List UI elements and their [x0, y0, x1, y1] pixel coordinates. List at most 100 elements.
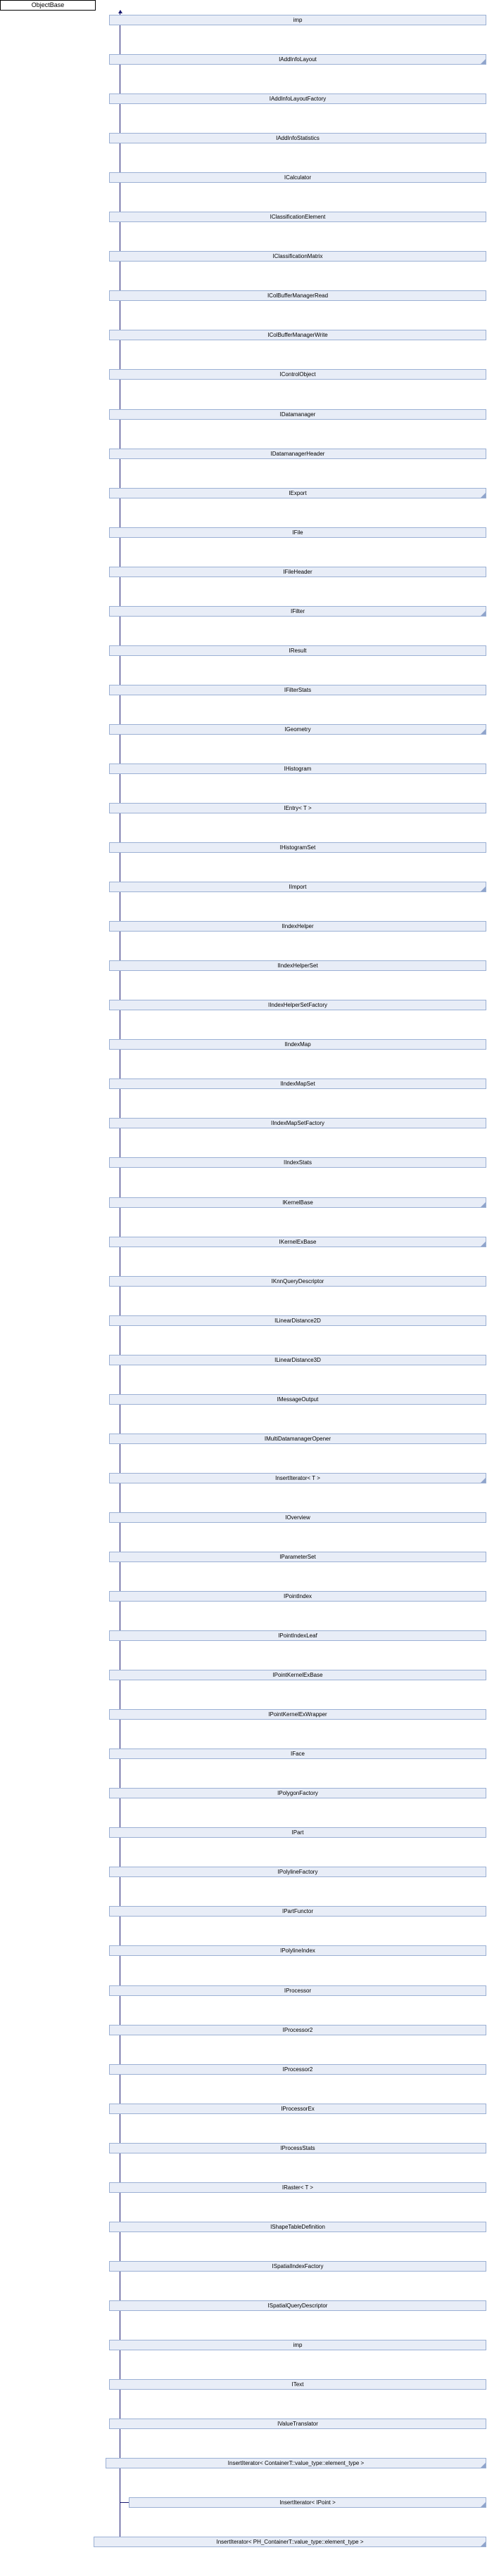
class-node[interactable]: IFileHeader	[109, 567, 486, 577]
class-node-label: IIndexHelperSet	[277, 962, 318, 969]
class-node[interactable]: IProcessStats	[109, 2143, 486, 2153]
class-node[interactable]: IHistogramSet	[109, 842, 486, 853]
class-node-label: IKernelBase	[282, 1199, 313, 1206]
class-node[interactable]: IShapeTableDefinition	[109, 2222, 486, 2232]
class-node-label: IIndexHelper	[282, 922, 314, 929]
class-node[interactable]: IIndexHelper	[109, 921, 486, 932]
class-node[interactable]: IKernelExBase	[109, 1237, 486, 1247]
class-node[interactable]: ICalculator	[109, 172, 486, 183]
class-node-label: IMultiDatamanagerOpener	[264, 1435, 331, 1442]
class-node[interactable]: IKernelBase	[109, 1197, 486, 1208]
class-node-label: IClassificationElement	[270, 213, 326, 220]
class-node[interactable]: IPartFunctor	[109, 1906, 486, 1917]
class-node-label: ICalculator	[284, 174, 312, 181]
class-node-label: IExport	[289, 489, 307, 496]
class-node[interactable]: InsertIterator< PH_ContainerT::value_typ…	[94, 2537, 486, 2547]
inheritance-arrow-icon	[118, 10, 122, 13]
class-node[interactable]: IPart	[109, 1827, 486, 1838]
class-node[interactable]: ILinearDistance2D	[109, 1315, 486, 1326]
class-node[interactable]: IResult	[109, 645, 486, 656]
class-node-label: IProcessStats	[280, 2144, 315, 2151]
class-node[interactable]: IFilter	[109, 606, 486, 617]
class-node[interactable]: ISpatialIndexFactory	[109, 2261, 486, 2272]
class-node[interactable]: IColBufferManagerRead	[109, 290, 486, 301]
class-node[interactable]: IPointKernelExBase	[109, 1670, 486, 1680]
class-node-label: IAddInfoStatistics	[276, 134, 320, 141]
class-node[interactable]: IIndexMapSetFactory	[109, 1118, 486, 1128]
class-node[interactable]: IDatamanager	[109, 409, 486, 420]
class-node-label: InsertIterator< ContainerT::value_type::…	[227, 2459, 365, 2466]
class-node[interactable]: IHistogram	[109, 764, 486, 774]
class-node[interactable]: IMultiDatamanagerOpener	[109, 1434, 486, 1444]
class-node[interactable]: IIndexMapSet	[109, 1078, 486, 1089]
class-node-label: IColBufferManagerRead	[267, 292, 329, 299]
class-node-label: IIndexMapSet	[280, 1080, 315, 1087]
class-node[interactable]: IImport	[109, 882, 486, 892]
class-node-label: IDatamanager	[279, 411, 316, 418]
class-node-label: imp	[293, 16, 303, 23]
class-node-label: imp	[293, 2341, 303, 2348]
root-node-objectbase[interactable]: ObjectBase	[0, 0, 96, 11]
class-node-label: IHistogram	[284, 765, 312, 772]
class-node-label: IParameterSet	[279, 1553, 316, 1560]
class-node-label: IAddInfoLayoutFactory	[269, 95, 327, 102]
class-node[interactable]: ILinearDistance3D	[109, 1355, 486, 1365]
class-node[interactable]: IIndexHelperSet	[109, 960, 486, 971]
class-node-label: IPartFunctor	[282, 1907, 313, 1914]
class-node[interactable]: IText	[109, 2379, 486, 2390]
class-node-label: IOverview	[285, 1514, 310, 1521]
class-node[interactable]: IAddInfoStatistics	[109, 133, 486, 143]
class-node[interactable]: IParameterSet	[109, 1552, 486, 1562]
class-node[interactable]: IOverview	[109, 1512, 486, 1523]
class-node-label: IAddInfoLayout	[279, 56, 317, 63]
class-node-label: InsertIterator< T >	[275, 1474, 320, 1481]
class-node[interactable]: IControlObject	[109, 369, 486, 380]
class-node[interactable]: IRaster< T >	[109, 2182, 486, 2193]
class-node[interactable]: ISpatialQueryDescriptor	[109, 2300, 486, 2311]
class-node[interactable]: IIndexHelperSetFactory	[109, 1000, 486, 1010]
class-node[interactable]: IExport	[109, 488, 486, 498]
class-node[interactable]: IFile	[109, 527, 486, 538]
class-node[interactable]: IIndexStats	[109, 1157, 486, 1168]
class-node[interactable]: IMessageOutput	[109, 1394, 486, 1405]
class-node[interactable]: IPolygonFactory	[109, 1788, 486, 1798]
class-node-label: IValueTranslator	[277, 2420, 318, 2427]
class-node[interactable]: IProcessor	[109, 1985, 486, 1996]
class-node[interactable]: IPointIndexLeaf	[109, 1630, 486, 1641]
class-node[interactable]: InsertIterator< IPoint >	[129, 2497, 486, 2508]
class-node[interactable]: IGeometry	[109, 724, 486, 735]
class-node-label: IImport	[289, 883, 307, 890]
class-node[interactable]: IAddInfoLayout	[109, 54, 486, 65]
class-node[interactable]: IEntry< T >	[109, 803, 486, 813]
class-node[interactable]: InsertIterator< ContainerT::value_type::…	[106, 2458, 486, 2468]
class-node[interactable]: IPolylineFactory	[109, 1867, 486, 1877]
class-node-label: ISpatialIndexFactory	[272, 2262, 324, 2269]
class-node-label: IFilter	[291, 607, 305, 614]
class-node[interactable]: IFilterStats	[109, 685, 486, 695]
class-node-label: IPart	[291, 1829, 304, 1836]
class-node[interactable]: IClassificationMatrix	[109, 251, 486, 262]
class-node-label: IControlObject	[279, 371, 316, 378]
class-node[interactable]: IAddInfoLayoutFactory	[109, 94, 486, 104]
class-node-label: IIndexMap	[284, 1041, 311, 1048]
class-node[interactable]: IClassificationElement	[109, 212, 486, 222]
class-node[interactable]: IPolylineIndex	[109, 1945, 486, 1956]
class-node[interactable]: IProcessorEx	[109, 2104, 486, 2114]
class-node[interactable]: imp	[109, 15, 486, 25]
class-node[interactable]: IProcessor2	[109, 2064, 486, 2075]
class-node[interactable]: IIndexMap	[109, 1039, 486, 1050]
class-node-label: IKnnQueryDescriptor	[271, 1277, 324, 1284]
class-node[interactable]: InsertIterator< T >	[109, 1473, 486, 1483]
class-node[interactable]: IColBufferManagerWrite	[109, 330, 486, 340]
class-node-label: IEntry< T >	[284, 804, 312, 811]
class-node[interactable]: IPointKernelExWrapper	[109, 1709, 486, 1720]
class-node[interactable]: imp	[109, 2340, 486, 2350]
class-node-label: IPointKernelExWrapper	[268, 1711, 327, 1718]
class-node[interactable]: IFace	[109, 1749, 486, 1759]
class-node[interactable]: IDatamanagerHeader	[109, 449, 486, 459]
class-node[interactable]: IPointIndex	[109, 1591, 486, 1602]
class-node[interactable]: IProcessor2	[109, 2025, 486, 2035]
class-node-label: ILinearDistance3D	[274, 1356, 321, 1363]
class-node[interactable]: IValueTranslator	[109, 2419, 486, 2429]
class-node[interactable]: IKnnQueryDescriptor	[109, 1276, 486, 1287]
